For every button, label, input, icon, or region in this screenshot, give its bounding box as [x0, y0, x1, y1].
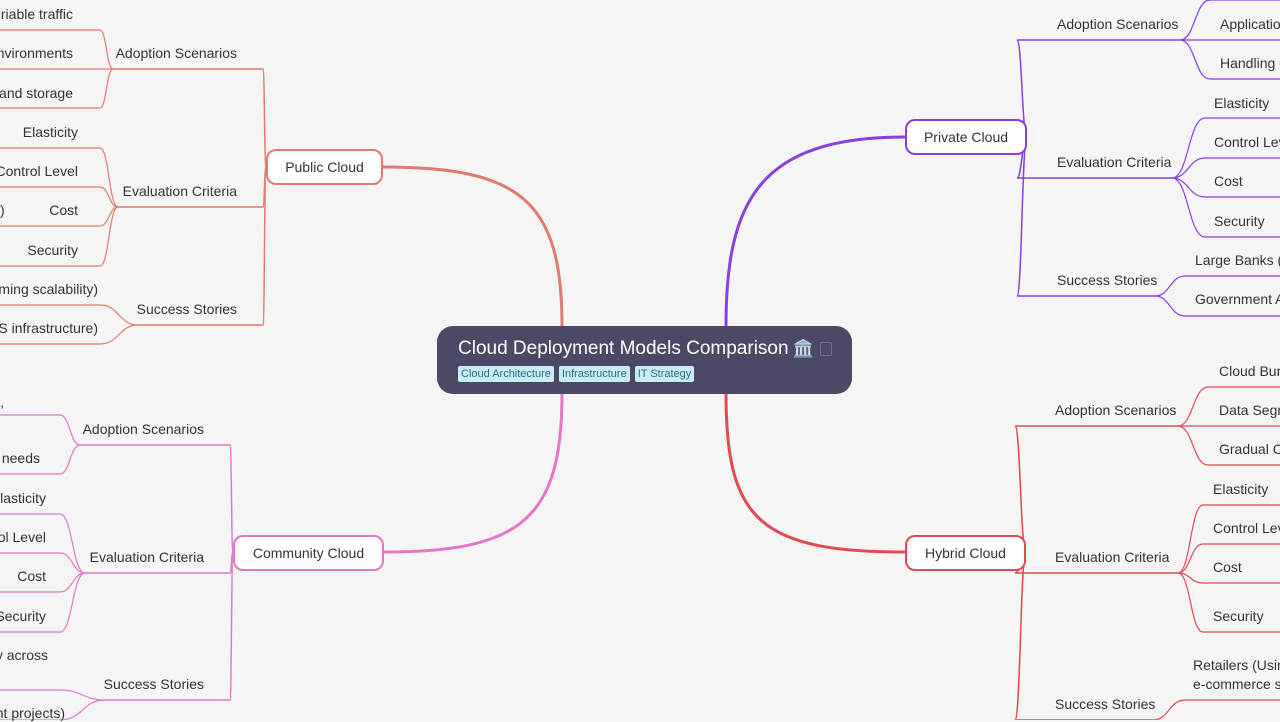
private-adoption-item-link — [1179, 0, 1211, 41]
hybrid-success-stories[interactable]: Success Stories — [1055, 696, 1156, 712]
public-stories-item-link — [99, 324, 139, 345]
private-criteria-item-link — [1171, 117, 1206, 179]
note-icon[interactable] — [819, 341, 832, 356]
public-criteria-item-link — [99, 186, 119, 208]
private-adoption-item[interactable]: Applicatio — [1220, 16, 1280, 32]
public-adoption-item[interactable]: nvironments — [0, 45, 73, 61]
branch-private-cloud[interactable]: Private Cloud — [905, 119, 1027, 155]
community-adoption-item[interactable]: , — [0, 394, 4, 410]
public-success-stories[interactable]: Success Stories — [136, 301, 237, 317]
hybrid-story-item[interactable]: e-commerce sp — [1193, 676, 1280, 692]
branch-community-cloud[interactable]: Community Cloud — [233, 535, 384, 571]
community-criteria-item-link — [59, 572, 86, 633]
private-adoption-item[interactable]: Handling c — [1220, 55, 1280, 71]
link-root-public — [382, 165, 564, 327]
branch-public-cloud[interactable]: Public Cloud — [266, 149, 383, 185]
tag-it-strategy[interactable]: IT Strategy — [634, 366, 695, 382]
link-root-community — [383, 393, 564, 554]
bank-building-icon: 🏛️ — [792, 339, 814, 358]
public-criteria-item[interactable]: Security — [27, 242, 78, 258]
hybrid-criteria-item-link — [1177, 572, 1204, 633]
private-success-stories[interactable]: Success Stories — [1057, 272, 1158, 288]
public-adoption-scenarios[interactable]: Adoption Scenarios — [115, 45, 237, 61]
hybrid-adoption-item[interactable]: Data Segre — [1219, 402, 1280, 418]
hybrid-criteria-item[interactable]: Cost — [1213, 559, 1242, 575]
community-adoption-item-link — [59, 444, 81, 475]
private-adoption-scenarios[interactable]: Adoption Scenarios — [1057, 16, 1179, 32]
private-criteria-item[interactable]: Security — [1214, 213, 1265, 229]
hybrid-story-item[interactable]: Retailers (Usin — [1193, 657, 1280, 673]
root-title: Cloud Deployment Models Comparison — [458, 338, 789, 359]
private-stories-item-link — [1154, 275, 1186, 297]
community-stories-item-link — [59, 699, 106, 720]
private-adoption-item-link — [1179, 39, 1211, 80]
hybrid-stories-link — [1014, 551, 1027, 720]
community-adoption-link — [229, 444, 234, 553]
public-story-item[interactable]: ming scalability) — [0, 281, 98, 297]
public-adoption-item[interactable]: and storage — [0, 85, 73, 101]
community-criteria-item[interactable]: lasticity — [0, 490, 46, 506]
community-criteria-item[interactable]: Security — [0, 608, 46, 624]
hybrid-evaluation-criteria[interactable]: Evaluation Criteria — [1055, 549, 1170, 565]
hybrid-stories-item-link — [1152, 699, 1186, 720]
community-adoption-item-link — [59, 414, 81, 446]
tag-infrastructure[interactable]: Infrastructure — [558, 366, 630, 382]
hybrid-adoption-link — [1014, 425, 1027, 553]
public-story-item[interactable]: S infrastructure) — [0, 320, 98, 336]
public-adoption-item[interactable]: riable traffic — [0, 6, 73, 22]
community-evaluation-criteria[interactable]: Evaluation Criteria — [89, 549, 204, 565]
branch-hybrid-cloud[interactable]: Hybrid Cloud — [905, 535, 1026, 571]
private-criteria-item-link — [1171, 157, 1206, 179]
hybrid-adoption-scenarios[interactable]: Adoption Scenarios — [1055, 402, 1177, 418]
community-criteria-item-link — [59, 513, 86, 574]
link-root-hybrid — [724, 393, 906, 554]
public-criteria-item-link — [99, 206, 119, 267]
hybrid-adoption-item[interactable]: Cloud Burs — [1219, 363, 1280, 379]
public-stories-item-link — [99, 304, 139, 326]
community-adoption-item[interactable]: y needs — [0, 450, 40, 466]
hybrid-adoption-item[interactable]: Gradual Cl — [1219, 441, 1280, 457]
community-criteria-item[interactable]: ol Level — [0, 529, 46, 545]
community-criteria-item-link — [59, 552, 86, 574]
hybrid-criteria-item-link — [1177, 543, 1204, 574]
root-title-row: Cloud Deployment Models Comparison🏛️ — [458, 337, 832, 361]
link-root-private — [724, 135, 906, 327]
public-criteria-item[interactable]: Elasticity — [22, 124, 78, 140]
private-criteria-item[interactable]: Control Lev — [1214, 134, 1280, 150]
community-story-item[interactable]: nt projects) — [0, 705, 65, 721]
public-stories-link — [262, 166, 267, 326]
public-criteria-extra[interactable]: ) — [0, 202, 5, 218]
community-stories-item-link — [59, 689, 106, 701]
private-story-item[interactable]: Large Banks (e — [1195, 252, 1280, 268]
public-criteria-item[interactable]: Control Level — [0, 163, 78, 179]
hybrid-adoption-item-link — [1177, 425, 1209, 466]
private-story-item[interactable]: Government A — [1195, 291, 1280, 307]
public-adoption-item-link — [99, 68, 114, 109]
public-adoption-link — [262, 68, 267, 168]
hybrid-criteria-item[interactable]: Control Lev — [1213, 520, 1280, 536]
community-story-item[interactable]: y across — [0, 647, 48, 663]
community-success-stories[interactable]: Success Stories — [103, 676, 204, 692]
root-tags: Cloud Architecture Infrastructure IT Str… — [458, 366, 831, 382]
community-criteria-item[interactable]: Cost — [17, 568, 46, 584]
private-evaluation-criteria[interactable]: Evaluation Criteria — [1057, 154, 1172, 170]
public-criteria-item-link — [99, 147, 119, 208]
hybrid-criteria-item-link — [1177, 572, 1204, 584]
public-evaluation-criteria[interactable]: Evaluation Criteria — [122, 183, 237, 199]
tag-cloud-architecture[interactable]: Cloud Architecture — [458, 366, 554, 382]
public-adoption-item-link — [99, 29, 114, 70]
private-criteria-item-link — [1171, 177, 1206, 238]
community-adoption-scenarios[interactable]: Adoption Scenarios — [82, 421, 204, 437]
public-criteria-item[interactable]: Cost — [49, 202, 78, 218]
community-stories-link — [229, 551, 234, 701]
hybrid-criteria-item[interactable]: Elasticity — [1213, 481, 1269, 497]
private-criteria-item[interactable]: Cost — [1214, 173, 1243, 189]
private-stories-item-link — [1154, 295, 1186, 317]
root-topic[interactable]: Cloud Deployment Models Comparison🏛️ Clo… — [437, 326, 852, 394]
hybrid-criteria-item-link — [1177, 504, 1204, 574]
private-criteria-item[interactable]: Elasticity — [1214, 95, 1270, 111]
hybrid-criteria-item[interactable]: Security — [1213, 608, 1264, 624]
hybrid-adoption-item-link — [1177, 386, 1209, 427]
